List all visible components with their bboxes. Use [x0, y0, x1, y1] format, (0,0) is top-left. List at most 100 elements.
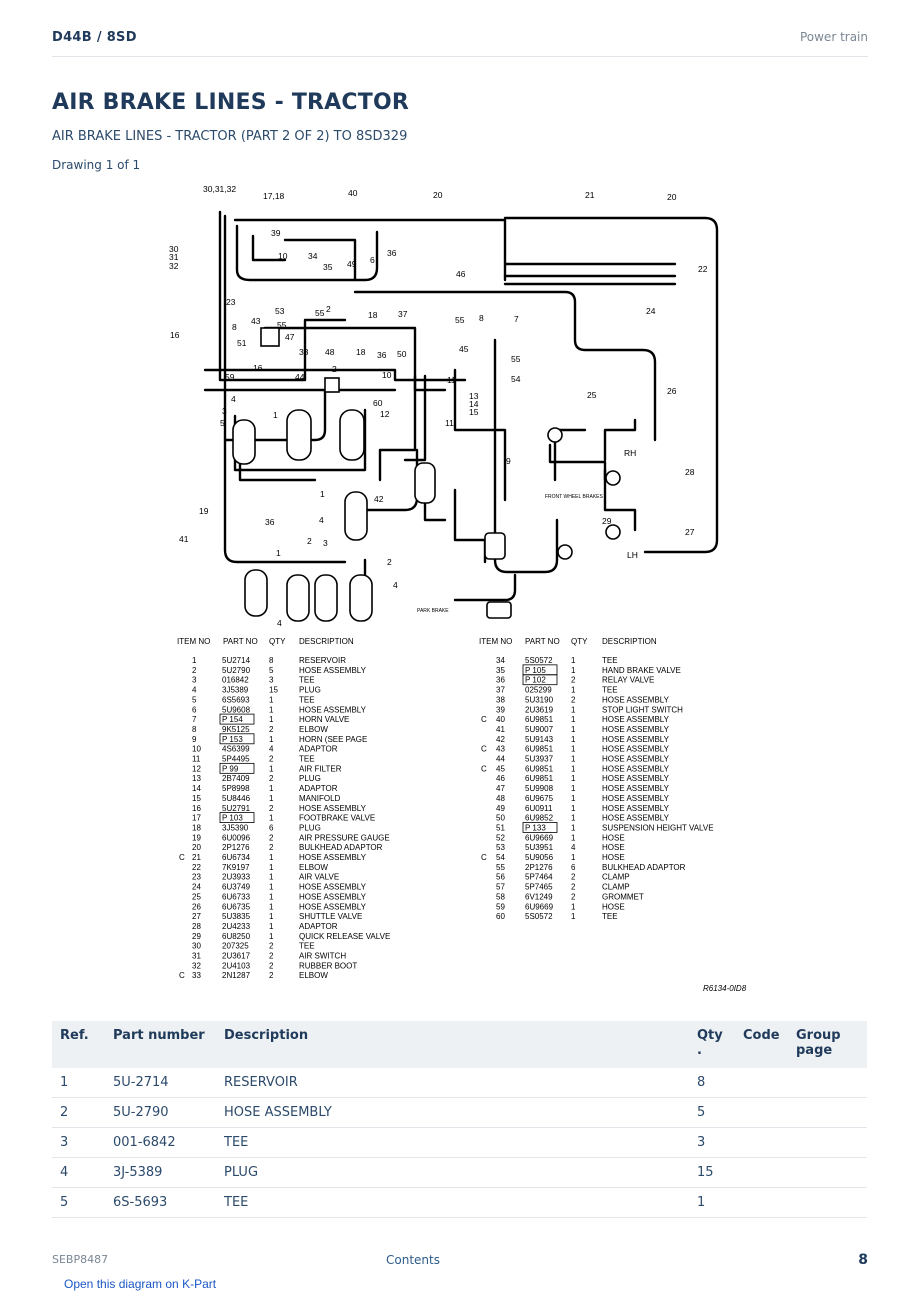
callout: 25	[587, 390, 597, 400]
cell-ref: 5	[52, 1187, 105, 1218]
callout: PARK BRAKE	[417, 608, 449, 614]
col-part-number: Part number	[105, 1021, 216, 1068]
callout: 23	[226, 297, 236, 307]
callout: 34	[308, 251, 318, 261]
legend-description: BULKHEAD ADAPTOR	[602, 863, 686, 872]
legend-qty: 1	[269, 715, 274, 724]
legend-part-no: 2P1276	[222, 843, 250, 852]
legend-qty: 2	[571, 695, 576, 704]
legend-part-no: 6U9851	[525, 774, 554, 783]
legend-qty: 1	[571, 823, 576, 832]
legend-item-no: 47	[496, 784, 505, 793]
legend-qty: 15	[269, 686, 278, 695]
legend-description: RESERVOIR	[299, 656, 346, 665]
legend-part-no: 5U2791	[222, 804, 251, 813]
page-ref-box	[219, 762, 255, 774]
legend-qty: 1	[269, 794, 274, 803]
legend-qty: 1	[571, 774, 576, 783]
legend-description: MANIFOLD	[299, 794, 341, 803]
callout: 47	[285, 332, 295, 342]
legend-part-no: 2N1287	[222, 971, 251, 980]
legend-description: HOSE ASSEMBLY	[602, 764, 670, 773]
legend-header: QTY	[571, 637, 588, 646]
legend-header: ITEM NO	[177, 637, 210, 646]
cell-qty: 8	[689, 1068, 735, 1098]
col-group-page: Group page	[788, 1021, 867, 1068]
legend-item-no: 50	[496, 814, 505, 823]
callout: 18	[368, 310, 378, 320]
callout: 49	[347, 259, 357, 269]
legend-part-no: 5U2790	[222, 666, 251, 675]
legend-part-no: 6U9851	[525, 715, 554, 724]
page-subtitle: AIR BRAKE LINES - TRACTOR (PART 2 OF 2) …	[52, 129, 408, 144]
legend-part-no: P 133	[525, 823, 546, 832]
callout: 10	[278, 251, 288, 261]
legend-part-no: 6U9851	[525, 764, 554, 773]
cell-code	[735, 1187, 788, 1218]
legend-qty: 1	[571, 755, 576, 764]
legend-item-no: 17	[192, 814, 201, 823]
legend-description: TEE	[602, 912, 618, 921]
contents-link[interactable]: Contents	[386, 1253, 440, 1267]
legend-part-no: 2U3619	[525, 705, 554, 714]
legend-qty: 4	[269, 745, 274, 754]
cell-code	[735, 1068, 788, 1098]
legend-description: RUBBER BOOT	[299, 961, 357, 970]
legend-qty: 2	[571, 892, 576, 901]
callout: 4	[231, 394, 236, 404]
callout: 37	[398, 309, 408, 319]
cell-qty: 3	[689, 1127, 735, 1158]
legend-description: SUSPENSION HEIGHT VALVE	[602, 823, 714, 832]
legend-qty: 1	[269, 814, 274, 823]
legend-description: TEE	[602, 656, 618, 665]
legend-description: ADAPTOR	[299, 922, 338, 931]
callout: 18	[356, 347, 366, 357]
legend-description: HOSE ASSEMBLY	[602, 814, 670, 823]
legend-item-no: 15	[192, 794, 201, 803]
legend-part-no: 5P7464	[525, 873, 553, 882]
legend-qty: 1	[571, 794, 576, 803]
legend-item-no: 20	[192, 843, 201, 852]
legend-description: ADAPTOR	[299, 784, 338, 793]
legend-part-no: 2U4103	[222, 961, 251, 970]
callout: 3	[323, 538, 328, 548]
callout: 20	[667, 192, 677, 202]
legend-item-no: 14	[192, 784, 201, 793]
legend-item-no: 54	[496, 853, 505, 862]
callout: 36	[377, 350, 387, 360]
section-label: Power train	[799, 30, 868, 44]
callout: 1	[320, 489, 325, 499]
legend-item-no: 1	[192, 656, 197, 665]
legend-code: C	[481, 715, 487, 724]
callout: 6	[370, 255, 375, 265]
legend-qty: 1	[571, 715, 576, 724]
callout: 42	[374, 494, 384, 504]
callout: 9	[506, 456, 511, 466]
legend-part-no: 5U3835	[222, 912, 251, 921]
page-header: D44B / 8SD Power train	[52, 28, 868, 57]
legend-item-no: 33	[192, 971, 201, 980]
legend-part-no: 5U9056	[525, 853, 554, 862]
legend-code: C	[481, 745, 487, 754]
callout: 22	[698, 264, 708, 274]
legend-part-no: 5U9908	[525, 784, 554, 793]
callout: 36	[387, 248, 397, 258]
parts-table: Ref. Part number Description Qty . Code …	[52, 1021, 867, 1218]
callout: 2	[332, 364, 337, 374]
legend-item-no: 55	[496, 863, 505, 872]
model-label: D44B / 8SD	[52, 30, 137, 45]
legend-description: AIR VALVE	[299, 873, 339, 882]
legend-description: HOSE ASSEMBLY	[299, 853, 367, 862]
legend-item-no: 60	[496, 912, 505, 921]
kpart-link[interactable]: Open this diagram on K-Part	[64, 1277, 217, 1291]
legend-part-no: 6U9852	[525, 814, 554, 823]
legend-part-no: 2U4233	[222, 922, 251, 931]
legend-description: HOSE	[602, 902, 625, 911]
legend-item-no: 16	[192, 804, 201, 813]
legend-part-no: 5P7465	[525, 883, 553, 892]
legend-part-no: 6S5693	[222, 695, 250, 704]
legend-part-no: 2B7409	[222, 774, 250, 783]
legend-qty: 3	[269, 676, 274, 685]
cell-part-number: 001-6842	[105, 1127, 216, 1158]
